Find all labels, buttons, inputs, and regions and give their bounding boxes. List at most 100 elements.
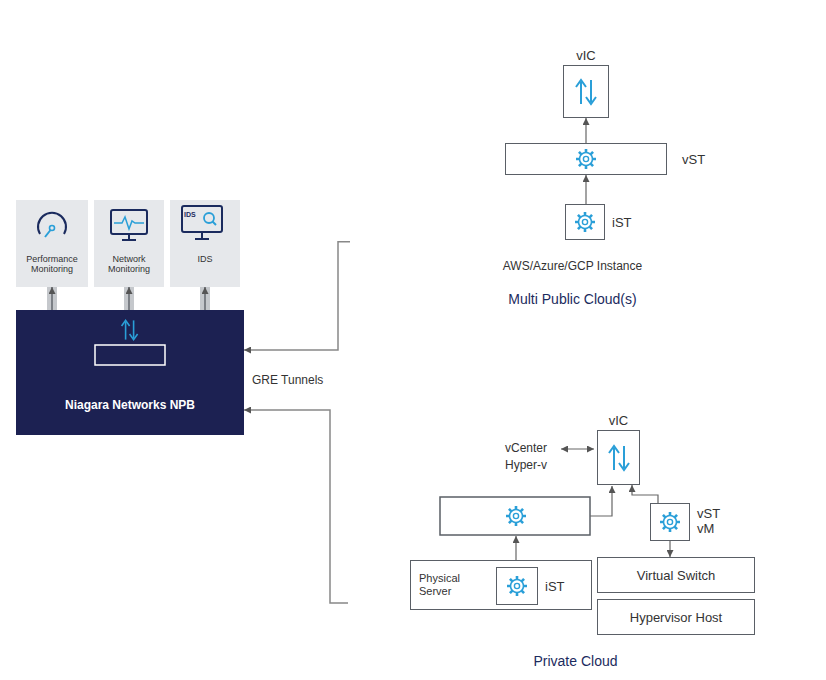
drive-bay [747,172,754,187]
drive-bay [762,388,769,403]
drive-bay [750,388,757,403]
gear-icon [658,510,682,534]
node-label: iST [545,579,565,594]
gauge-icon [16,200,88,250]
icon-text: IDS [184,211,196,218]
flow-arrow [590,486,612,516]
gear-icon [506,506,526,526]
drive-bay [759,58,766,73]
controller-box: vIC [597,430,640,485]
drive-bay [762,578,769,593]
drive-bay [771,96,778,111]
drive-bay [774,464,781,479]
connector-line [585,175,586,204]
server-rack [697,8,805,204]
drive-bay [786,464,793,479]
gear-icon [574,147,598,171]
connector-line [51,287,52,310]
feed-pipe [52,287,53,310]
rack-unit [704,456,801,487]
rack-unit [701,50,801,81]
connector-line [669,541,670,557]
node-label: vIC [578,413,659,428]
tunnel-label: GRE Tunnels [252,373,323,387]
drive-bay [750,502,757,517]
drive-bay [774,540,781,555]
virtual-tap-box [440,497,590,535]
npb-icon [16,310,244,390]
node-label: Multi Public Cloud(s) [350,291,795,307]
drive-bay [762,426,769,441]
node-label: vIC [544,48,628,63]
drive-bay [786,502,793,517]
drive-bay [747,134,754,149]
updown-icon [574,77,598,107]
controller-box: vIC [563,65,609,118]
node-label: vST [682,152,705,167]
tap-box: iST [565,204,605,240]
rack-frame [697,8,805,204]
drive-bay [783,134,790,149]
drive-bay [762,540,769,555]
unit-led [713,23,720,30]
tool-box: Network Monitoring [94,200,164,287]
cloud-region: AWS/Azure/GCP InstanceMulti Public Cloud… [350,15,795,285]
drive-bay [762,464,769,479]
tap-box: iST [496,567,538,605]
drive-bay [747,58,754,73]
gear-icon [505,574,529,598]
connector-line [128,287,129,310]
unit-led [713,175,720,182]
feed-pipe [129,287,130,310]
connector [586,118,587,143]
drive-bay [774,502,781,517]
drive-bay [771,134,778,149]
node-label: Private Cloud [348,653,803,669]
node-label: vST vM [697,507,725,537]
connector [632,485,658,503]
unit-led [716,543,723,550]
drive-bay [762,502,769,517]
drive-bay [771,20,778,35]
rack-unit [704,418,801,449]
rack-unit [701,126,801,157]
pipe-body [124,287,134,310]
connector [244,410,348,603]
tool-box: Performance Monitoring [16,200,88,287]
rack-unit [701,88,801,119]
drive-bay [771,58,778,73]
rack-unit [701,164,801,195]
node-label: Network Monitoring [96,254,162,275]
unit-led [713,61,720,68]
unit-led [716,429,723,436]
drive-bay [759,96,766,111]
tool-box: IDS [170,200,240,287]
node-label: Niagara Networks NPB [16,398,244,412]
broker-box: Niagara Networks NPB [16,310,244,435]
unit-led [716,467,723,474]
drive-bay [771,172,778,187]
connector [586,175,587,204]
updown-icon [607,443,631,473]
connector-line [244,410,348,603]
drive-bay [786,426,793,441]
drive-bay [774,578,781,593]
drive-bay [786,540,793,555]
node-label: iST [612,215,632,230]
switch-box: Virtual Switch [597,557,755,593]
drive-bay [774,388,781,403]
connector-line [632,485,658,503]
drive-bay [783,172,790,187]
gear-icon [573,210,597,234]
sync-arrow [561,448,594,449]
connector-line [244,242,350,350]
drive-bay [747,96,754,111]
tap-box: vST vM [650,503,690,541]
node-label: Hypervisor Host [630,610,722,625]
drive-bay [750,426,757,441]
cloud-region: Private CloudvICvST vMPhysical ServeriST… [348,372,803,647]
platform-label: Hyper-v [505,458,547,472]
ids-icon [170,200,240,250]
node-label: IDS [172,254,238,264]
connector [670,541,671,557]
